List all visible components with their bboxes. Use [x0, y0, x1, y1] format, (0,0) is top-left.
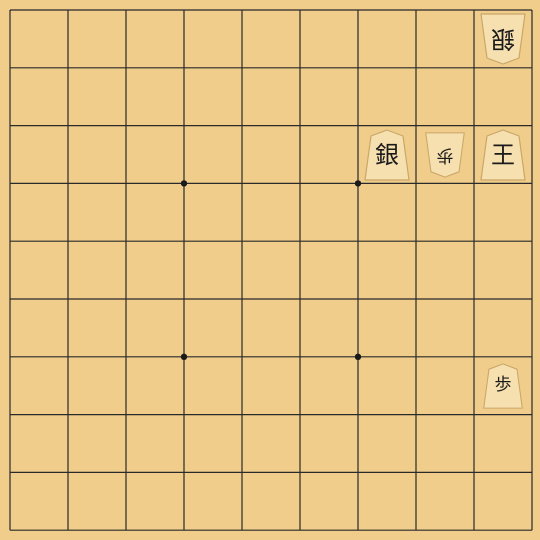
piece-label: 王 — [491, 140, 515, 169]
piece-shape — [480, 128, 526, 181]
star-point — [180, 180, 188, 187]
piece-shape — [364, 128, 410, 181]
star-point — [354, 180, 362, 187]
shogi-piece-king[interactable]: 王 — [479, 128, 527, 181]
shogi-piece-silver-mid[interactable]: 銀 — [363, 128, 411, 181]
piece-label: 銀 — [375, 140, 399, 169]
piece-label: 歩 — [436, 145, 454, 165]
piece-shape — [480, 13, 526, 65]
star-point — [180, 353, 188, 360]
piece-shape — [483, 363, 523, 409]
shogi-piece-pawn-gote[interactable]: 歩 — [424, 131, 466, 178]
star-points — [180, 180, 362, 360]
piece-label: 銀 — [491, 24, 515, 53]
grid-lines — [9, 9, 533, 531]
piece-shape — [425, 131, 465, 178]
piece-label: 歩 — [494, 375, 512, 396]
shogi-piece-pawn-sente[interactable]: 歩 — [482, 363, 524, 409]
shogi-piece-silver-top[interactable]: 銀 — [479, 13, 527, 65]
star-point — [354, 353, 362, 360]
